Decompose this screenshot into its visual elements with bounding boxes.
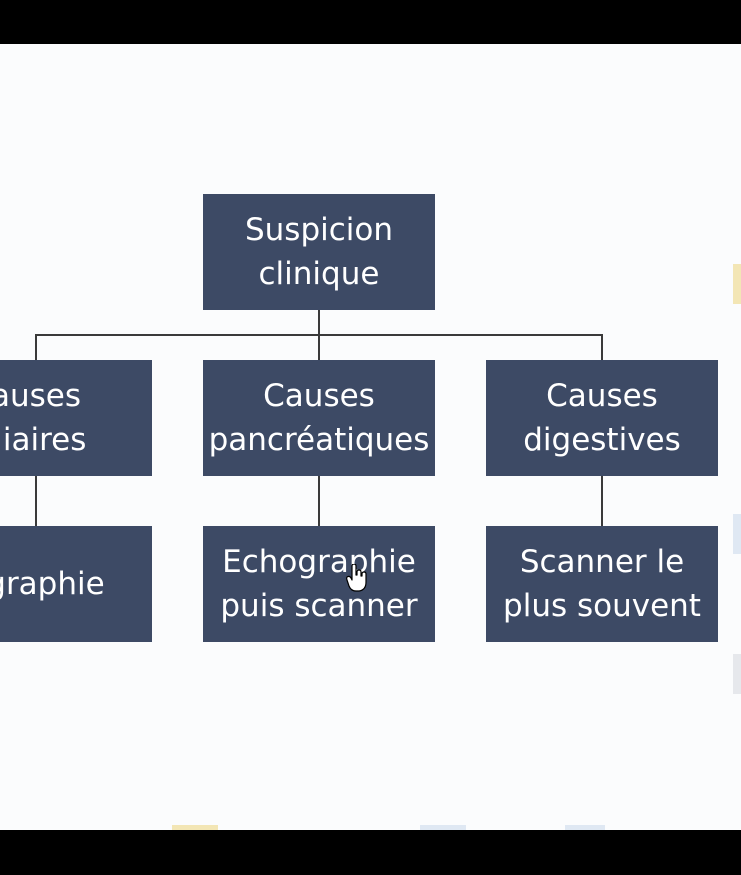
slide-canvas: Suspicion clinique auses iliaires Causes… (0, 44, 741, 830)
connector-middle-drop (318, 334, 320, 361)
connector-middle-exam (318, 475, 320, 526)
node-causes-pancreatiques: Causes pancréatiques (203, 360, 435, 476)
node-exam-echographie: ographie (0, 526, 152, 642)
bottom-decoration-blue (420, 825, 466, 830)
hand-pointer-icon (346, 564, 367, 592)
connector-right-exam (601, 475, 603, 526)
connector-right-drop (601, 334, 603, 361)
node-label: Causes pancréatiques (208, 378, 430, 458)
node-exam-echographie-puis-scanner: Echographie puis scanner (203, 526, 435, 642)
node-label: auses iliaires (0, 378, 87, 458)
node-causes-biliaires: auses iliaires (0, 360, 152, 476)
connector-left-drop (35, 334, 37, 361)
connector-root-stem (318, 309, 320, 335)
node-label: Echographie puis scanner (220, 544, 418, 624)
connector-left-exam (35, 475, 37, 526)
edge-decoration-blue (733, 514, 741, 554)
edge-decoration-yellow (733, 264, 741, 304)
node-label: Suspicion clinique (244, 212, 394, 292)
bottom-decoration-yellow (172, 825, 218, 830)
edge-decoration-gray (733, 654, 741, 694)
video-letterbox-bottom (0, 830, 741, 875)
node-exam-scanner: Scanner le plus souvent (486, 526, 718, 642)
node-causes-digestives: Causes digestives (486, 360, 718, 476)
node-label: ographie (0, 566, 105, 602)
bottom-decoration-blue-2 (565, 825, 605, 830)
node-label: Causes digestives (523, 378, 681, 458)
node-suspicion-clinique: Suspicion clinique (203, 194, 435, 310)
node-label: Scanner le plus souvent (503, 544, 701, 624)
video-letterbox-top (0, 0, 741, 44)
